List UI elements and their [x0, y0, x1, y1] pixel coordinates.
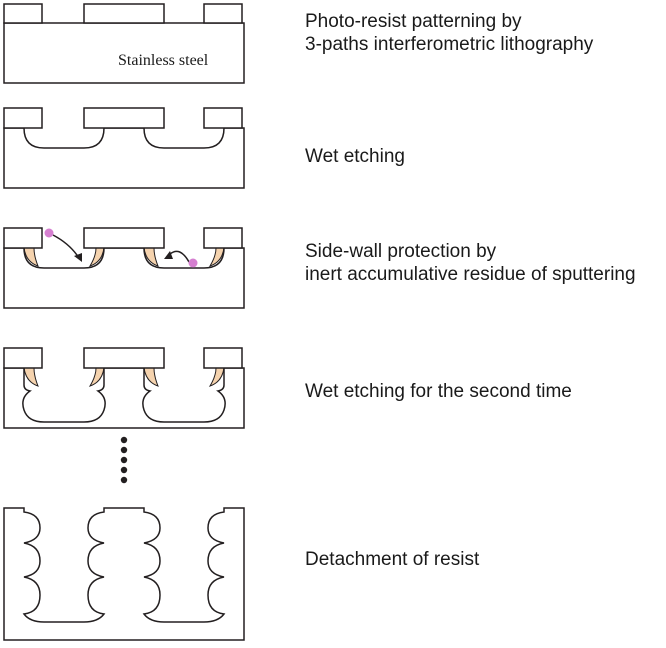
step-3-label: Side-wall protection by inert accumulati…	[305, 240, 636, 286]
resist-block	[83, 227, 165, 249]
side-wall-residue	[23, 247, 39, 267]
step-1-line-2: 3-paths interferometric lithography	[305, 34, 594, 55]
resist-block	[203, 107, 243, 129]
step-2-drawing	[3, 107, 245, 189]
side-wall-residue	[23, 367, 39, 387]
continuation-dots	[120, 436, 128, 484]
arrow-head	[164, 251, 173, 259]
step-2-line-1: Wet etching	[305, 146, 405, 167]
step-2-label: Wet etching	[305, 145, 405, 168]
resist-block	[203, 347, 243, 369]
substrate-block	[3, 22, 245, 84]
step-3-drawing	[3, 227, 245, 309]
sputter-particle	[188, 258, 198, 268]
resist-block	[3, 227, 43, 249]
etched-substrate	[3, 127, 245, 189]
step-3-line-1: Side-wall protection by	[305, 241, 497, 262]
side-wall-residue	[208, 367, 225, 387]
resist-block	[3, 107, 43, 129]
sputter-arrow	[52, 234, 80, 259]
resist-block	[83, 107, 165, 129]
scalloped-substrate	[3, 507, 245, 641]
step-3-line-2: inert accumulative residue of sputtering	[305, 264, 636, 285]
step-1-label: Photo-resist patterning by 3-paths inter…	[305, 10, 593, 56]
step-4-line-1: Wet etching for the second time	[305, 381, 572, 402]
sputter-particle	[44, 228, 54, 238]
etched-substrate	[3, 367, 245, 429]
side-wall-residue	[143, 247, 159, 267]
resist-block	[83, 3, 165, 24]
etched-substrate	[3, 247, 245, 309]
side-wall-residue	[88, 367, 105, 387]
step-1-line-1: Photo-resist patterning by	[305, 11, 522, 32]
resist-block	[3, 3, 43, 24]
step-4-label: Wet etching for the second time	[305, 380, 572, 403]
step-1-drawing	[3, 3, 245, 84]
sputter-arrow	[169, 250, 190, 263]
resist-block	[83, 347, 165, 369]
resist-block	[203, 227, 243, 249]
substrate-label: Stainless steel	[118, 52, 209, 69]
step-5-label: Detachment of resist	[305, 548, 479, 571]
step-5-line-1: Detachment of resist	[305, 549, 480, 570]
arrow-head	[74, 253, 82, 262]
side-wall-residue	[88, 247, 105, 267]
step-4-drawing	[3, 347, 245, 429]
step-5-drawing	[3, 507, 245, 641]
resist-block	[3, 347, 43, 369]
resist-block	[203, 3, 243, 24]
side-wall-residue	[208, 247, 225, 267]
side-wall-residue	[143, 367, 159, 387]
